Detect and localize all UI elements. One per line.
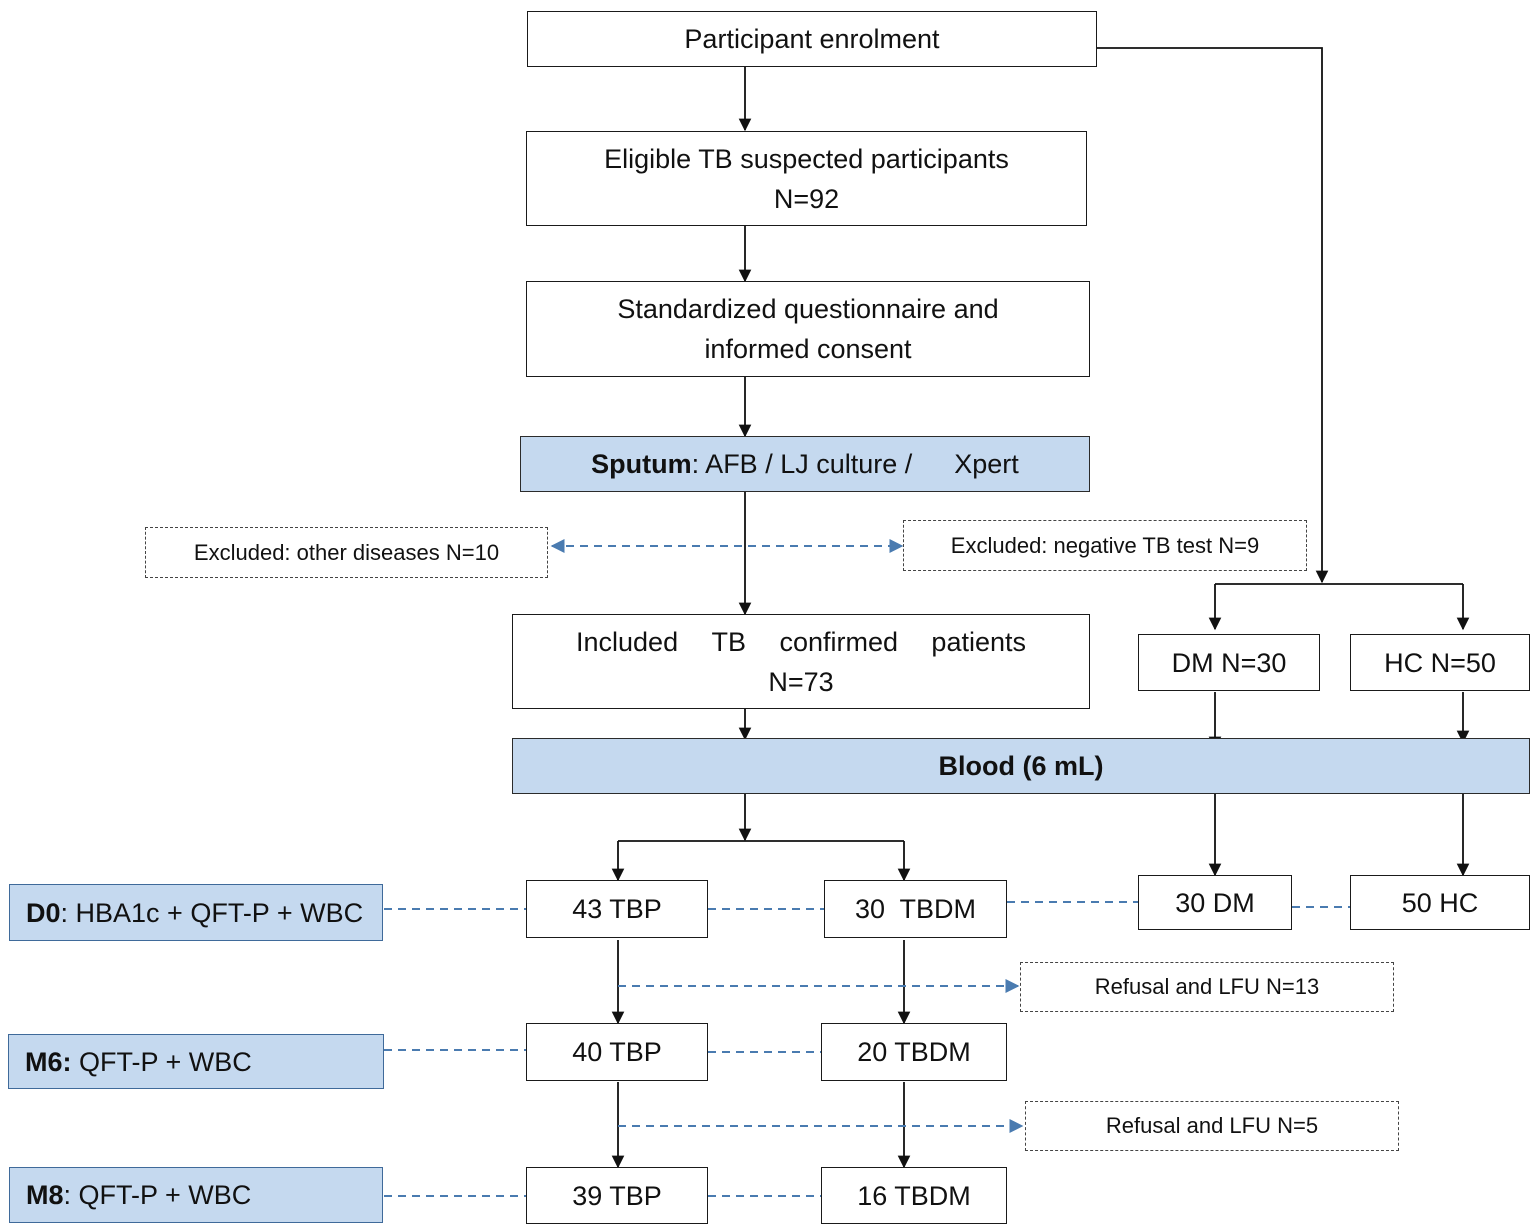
tbp-m8-box: 39 TBP xyxy=(526,1167,708,1224)
included-patients-box: Included TB confirmed patients N=73 xyxy=(512,614,1090,709)
stage-d0-tests: : HBA1c + QFT-P + WBC xyxy=(60,897,364,928)
excluded-other-text: Excluded: other diseases N=10 xyxy=(193,539,500,565)
included-title: Included TB confirmed patients xyxy=(576,622,1026,662)
dm-control-box: DM N=30 xyxy=(1138,634,1320,691)
eligible-count: N=92 xyxy=(773,183,840,214)
tbp-m8-text: 39 TBP xyxy=(572,1180,662,1211)
stage-d0-label: D0 xyxy=(26,897,61,928)
excluded-other-box: Excluded: other diseases N=10 xyxy=(145,527,548,578)
dm-d0-box: 30 DM xyxy=(1138,875,1292,930)
arrow-enrol-controls xyxy=(1097,47,1329,584)
participant-enrolment-box: Participant enrolment xyxy=(527,11,1097,67)
hc-d0-box: 50 HC xyxy=(1350,875,1530,930)
stage-m8-tests: : QFT-P + WBC xyxy=(63,1180,252,1210)
tbp-m6-text: 40 TBP xyxy=(572,1037,662,1067)
eligible-participants-box: Eligible TB suspected participants N=92 xyxy=(526,131,1087,226)
included-word-1: Included xyxy=(576,626,679,657)
stage-m6-label: M6: xyxy=(25,1046,72,1077)
included-word-2: TB xyxy=(711,626,747,657)
excluded-negative-text: Excluded: negative TB test N=9 xyxy=(950,532,1260,558)
hc-control-text: HC N=50 xyxy=(1384,647,1496,678)
refusal-1-text: Refusal and LFU N=13 xyxy=(1094,974,1320,999)
dm-control-text: DM N=30 xyxy=(1171,647,1287,678)
refusal-1-box: Refusal and LFU N=13 xyxy=(1020,962,1394,1012)
tbp-m6-box: 40 TBP xyxy=(526,1023,708,1081)
participant-enrolment-text: Participant enrolment xyxy=(684,24,940,54)
excluded-negative-box: Excluded: negative TB test N=9 xyxy=(903,520,1307,571)
tbp-d0-text: 43 TBP xyxy=(572,894,662,924)
included-word-4: patients xyxy=(931,626,1026,657)
questionnaire-box: Standardized questionnaire and informed … xyxy=(526,281,1090,377)
stage-m8-box: M8 : QFT-P + WBC xyxy=(9,1167,383,1223)
sputum-box: Sputum : AFB / LJ culture / Xpert xyxy=(520,436,1090,492)
included-count: N=73 xyxy=(768,666,834,697)
hc-control-box: HC N=50 xyxy=(1350,634,1530,691)
tbdm-m8-box: 16 TBDM xyxy=(821,1167,1007,1224)
tbdm-m6-box: 20 TBDM xyxy=(821,1023,1007,1081)
questionnaire-line-1: Standardized questionnaire and xyxy=(617,294,999,324)
tbp-d0-box: 43 TBP xyxy=(526,880,708,938)
stage-m6-box: M6: QFT-P + WBC xyxy=(8,1034,384,1089)
eligible-title: Eligible TB suspected participants xyxy=(604,143,1009,174)
hc-d0-text: 50 HC xyxy=(1401,887,1479,918)
stage-d0-box: D0 : HBA1c + QFT-P + WBC xyxy=(9,884,383,941)
refusal-2-box: Refusal and LFU N=5 xyxy=(1025,1101,1399,1151)
sputum-tests: : AFB / LJ culture / xyxy=(691,449,913,479)
stage-m6-tests: QFT-P + WBC xyxy=(71,1046,252,1077)
blood-box: Blood (6 mL) xyxy=(512,738,1530,794)
tbdm-m6-text: 20 TBDM xyxy=(857,1037,971,1067)
refusal-2-text: Refusal and LFU N=5 xyxy=(1105,1113,1319,1138)
included-word-3: confirmed xyxy=(779,626,898,657)
questionnaire-line-2: informed consent xyxy=(704,334,912,364)
tbdm-d0-box: 30 TBDM xyxy=(824,880,1007,938)
tbdm-m8-text: 16 TBDM xyxy=(857,1180,971,1211)
stage-m8-label: M8 xyxy=(26,1180,64,1210)
blood-text: Blood (6 mL) xyxy=(938,751,1104,781)
sputum-label: Sputum xyxy=(591,449,692,479)
tbdm-d0-text: 30 TBDM xyxy=(854,894,977,924)
sputum-xpert: Xpert xyxy=(954,449,1019,479)
dm-d0-text: 30 DM xyxy=(1175,887,1255,918)
